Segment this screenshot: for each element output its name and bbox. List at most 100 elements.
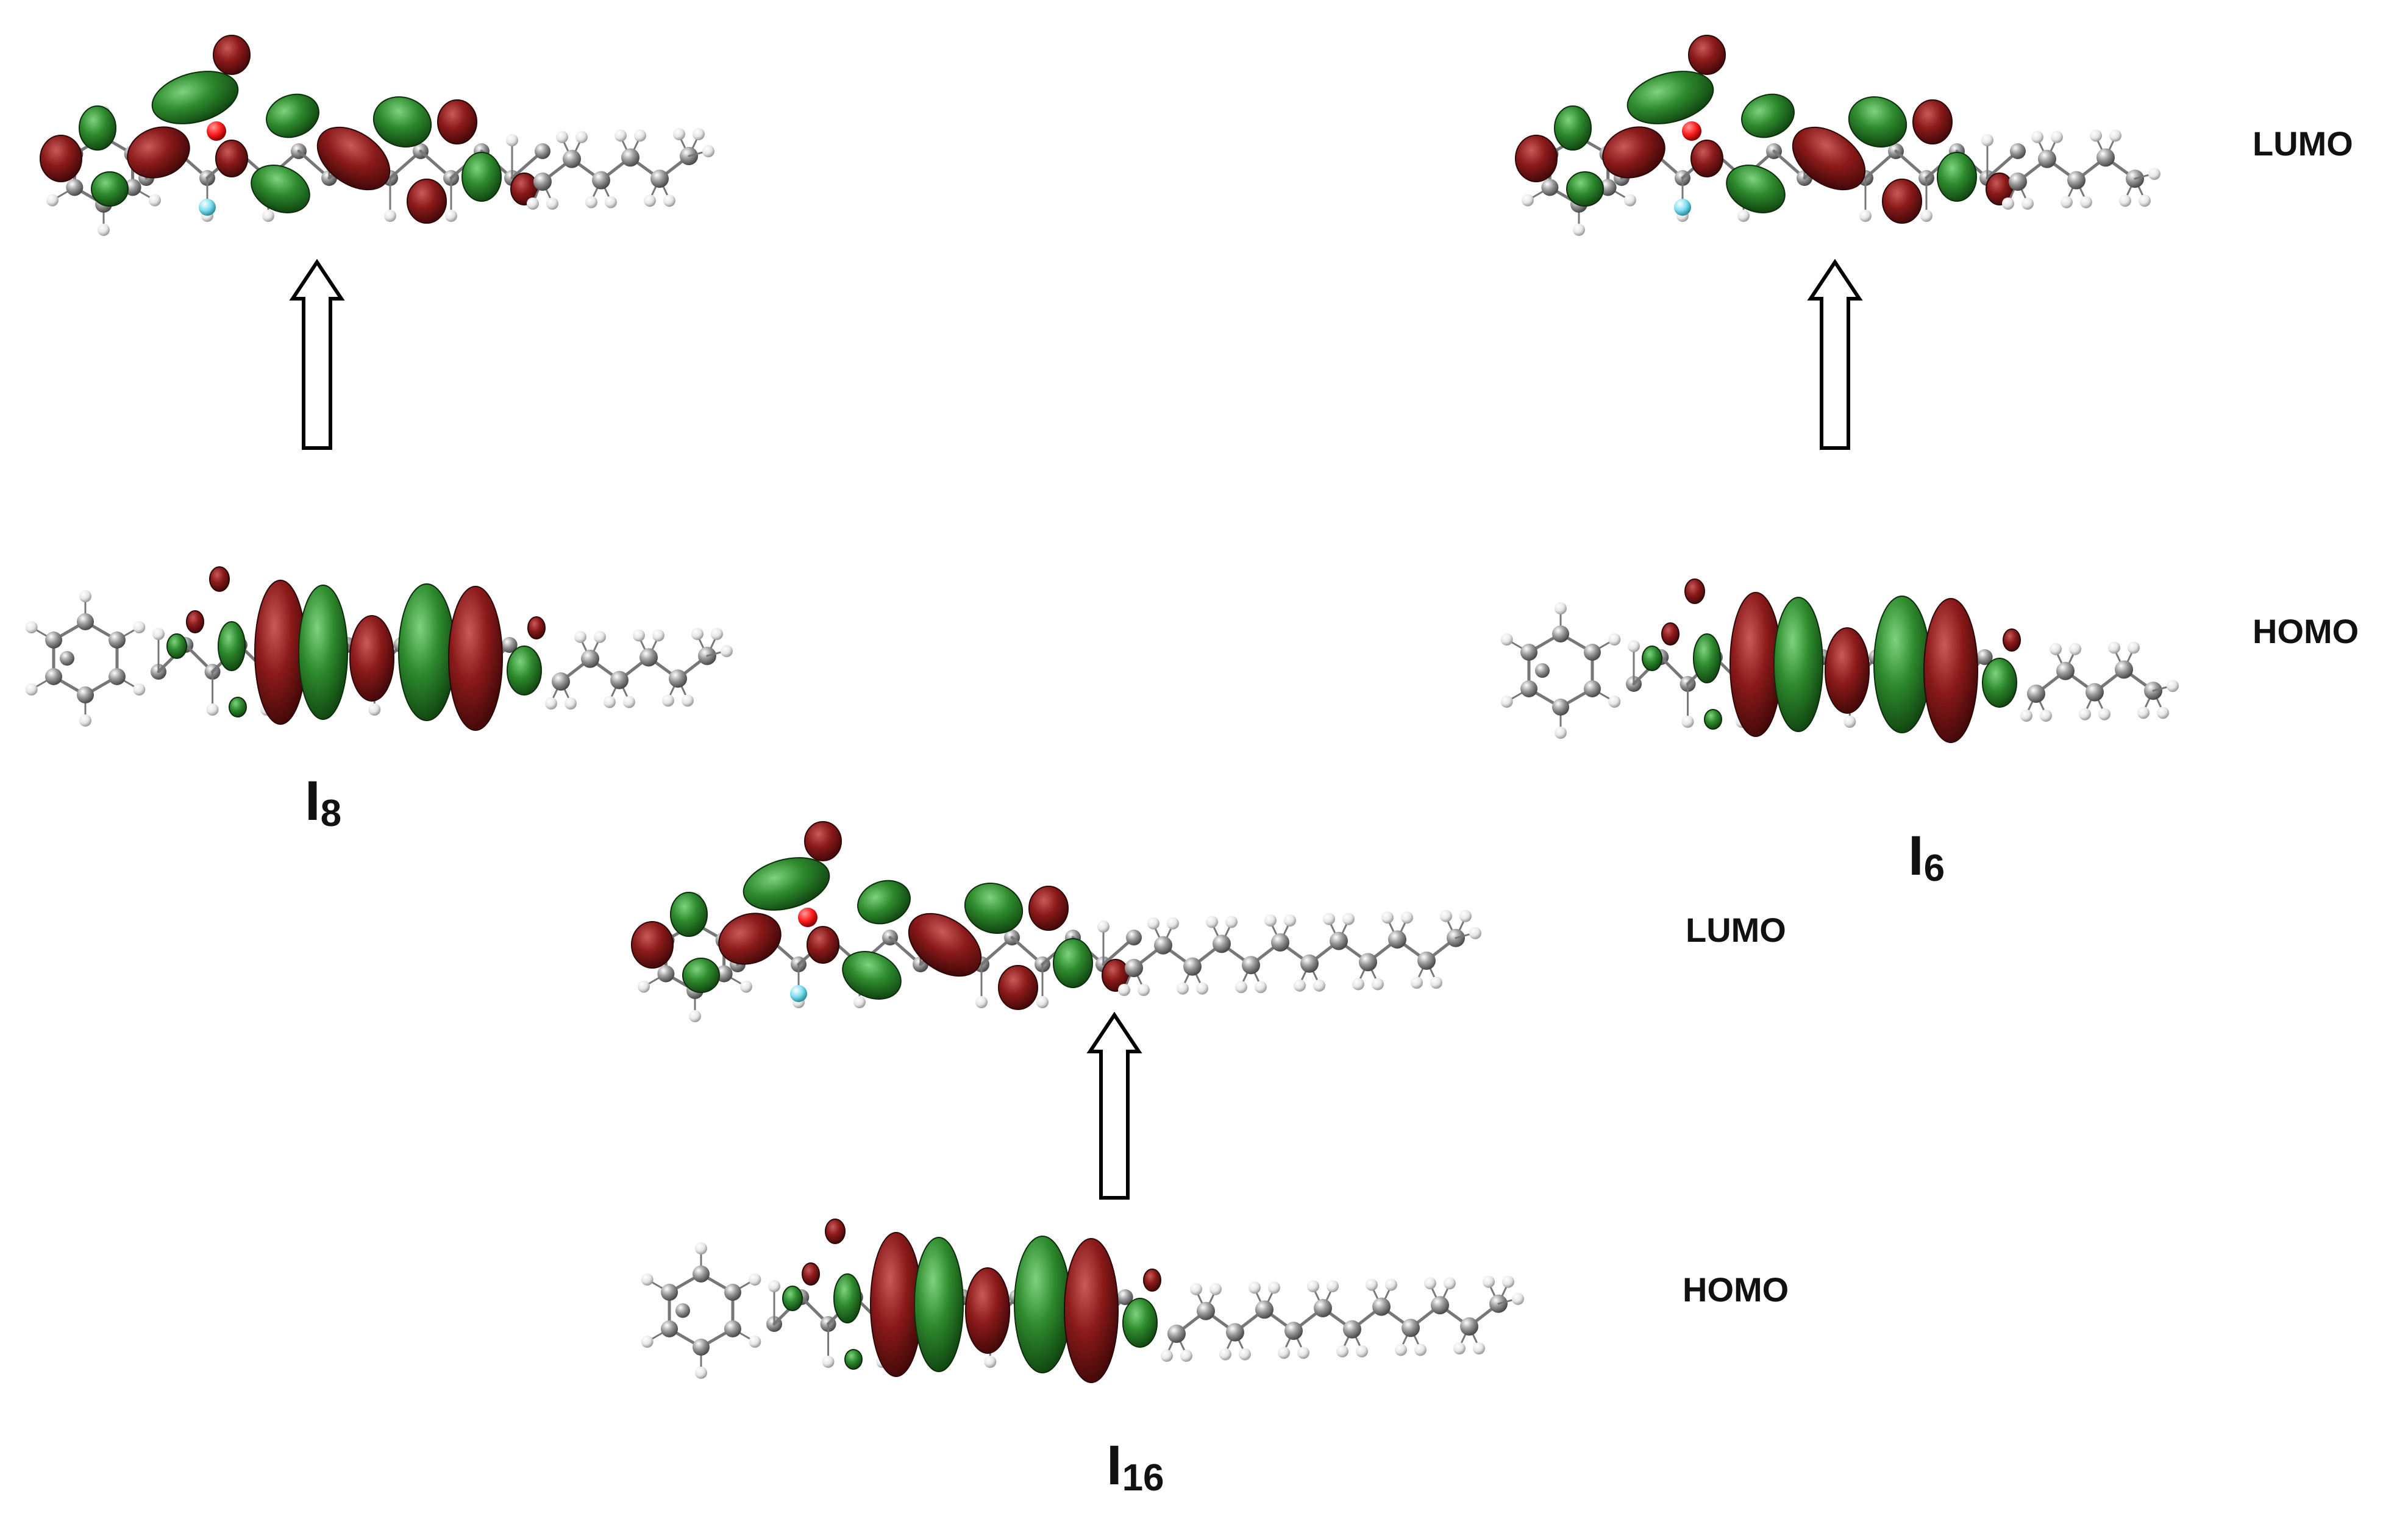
orbital-lobe-negative <box>1792 126 1866 191</box>
orbital-lobe-negative <box>1690 140 1723 177</box>
hydrogen-atom <box>1500 696 1513 708</box>
hydrogen-atom <box>585 196 597 208</box>
carbon-atom <box>2115 660 2133 679</box>
hydrogen-atom <box>2022 198 2034 210</box>
molecule-label-subscript: 6 <box>1924 847 1945 889</box>
hydrogen-atom <box>1225 916 1238 928</box>
hydrogen-atom <box>1459 909 1472 922</box>
hydrogen-atom <box>2050 642 2062 655</box>
hydrogen-atom <box>749 1336 761 1348</box>
orbital-lobe-negative <box>825 1219 846 1244</box>
carbon-atom <box>108 632 126 649</box>
hydrogen-atom <box>1327 1280 1339 1292</box>
orbital-lobe-negative <box>407 179 447 224</box>
hydrogen-atom <box>506 134 518 146</box>
hydrogen-atom <box>25 683 38 696</box>
orbital-lobe-positive <box>372 96 432 148</box>
orbital-lobe-negative <box>807 926 839 964</box>
orbital-lobe-negative <box>127 126 190 179</box>
hydrogen-atom <box>1313 979 1325 992</box>
hydrogen-atom <box>384 210 396 222</box>
carbon-atom <box>1300 954 1319 973</box>
hydrogen-atom <box>545 697 557 710</box>
carbon-atom <box>650 169 669 188</box>
carbon-atom <box>1226 1323 1244 1342</box>
hydrogen-atom <box>2098 708 2111 721</box>
carbon-atom <box>2056 661 2075 680</box>
carbon-atom <box>1154 936 1172 955</box>
orbital-lobe-positive <box>151 71 239 124</box>
panel-i16-homo <box>641 1219 1524 1383</box>
hydrogen-atom <box>1264 914 1277 927</box>
hydrogen-atom <box>768 1280 780 1292</box>
hydrogen-atom <box>1278 1347 1290 1359</box>
carbon-atom <box>563 149 581 168</box>
hydrogen-atom <box>98 224 110 236</box>
orbital-lobe-positive <box>1741 93 1795 138</box>
carbon-atom <box>1583 644 1601 661</box>
hydrogen-atom <box>1469 927 1481 939</box>
orbital-lobe-negative <box>1143 1269 1161 1292</box>
hydrogen-atom <box>1573 224 1585 236</box>
hydrogen-atom <box>1859 210 1872 222</box>
orbital-lobe-negative <box>209 566 230 592</box>
orbital-lobe-positive <box>682 958 720 993</box>
orbital-lobe-negative <box>40 135 82 182</box>
hydrogen-atom <box>1294 979 1306 992</box>
hydrogen-atom <box>1323 913 1335 925</box>
hydrogen-atom <box>1430 977 1442 989</box>
hydrogen-atom <box>1843 716 1856 728</box>
hydrogen-atom <box>2128 641 2140 654</box>
orbital-lobe-negative <box>1515 135 1558 182</box>
hydrogen-atom <box>2167 680 2179 692</box>
carbon-atom <box>1125 959 1143 977</box>
orbital-lobe-positive <box>461 152 502 202</box>
arrow-shape <box>1086 1011 1142 1200</box>
hydrogen-atom <box>740 980 753 993</box>
carbon-atom <box>2096 148 2115 167</box>
orbital-lobe-positive <box>914 1237 964 1372</box>
carbon-atom <box>1314 1299 1332 1317</box>
hydrogen-atom <box>1284 914 1296 927</box>
hydrogen-atom <box>46 194 59 207</box>
hydrogen-atom <box>1356 1345 1368 1358</box>
hydrogen-atom <box>594 630 606 643</box>
oxygen-atom <box>1682 121 1701 141</box>
panel-i8-homo <box>25 566 733 731</box>
hydrogen-atom <box>1424 1277 1436 1290</box>
orbital-lobe-positive <box>91 171 129 207</box>
carbon-atom <box>45 632 63 649</box>
carbon-atom <box>1976 649 1993 665</box>
hydrogen-atom <box>623 696 635 708</box>
orbital-lobe-negative <box>349 615 394 702</box>
hydrogen-atom <box>1608 696 1621 708</box>
hydrogen-atom <box>368 703 381 716</box>
hydrogen-atom <box>1920 210 1932 222</box>
hydrogen-atom <box>1118 984 1130 996</box>
orbital-lobe-negative <box>1028 886 1069 931</box>
carbon-atom <box>1117 1289 1133 1305</box>
carbon-atom <box>693 1339 710 1356</box>
hydrogen-atom <box>2157 706 2169 719</box>
orbital-lobe-positive <box>1014 1236 1071 1373</box>
hydrogen-atom <box>1161 1350 1173 1362</box>
orbital-lobe-negative <box>631 921 674 969</box>
carbon-atom <box>1541 179 1559 196</box>
hydrogen-atom <box>749 1273 761 1286</box>
hydrogen-atom <box>1453 1342 1466 1354</box>
orbital-lobe-positive <box>218 621 246 671</box>
carbon-atom <box>1167 1325 1186 1343</box>
hydrogen-atom <box>604 696 616 708</box>
carbon-atom <box>2027 685 2045 703</box>
hydrogen-atom <box>575 130 588 143</box>
hydrogen-atom <box>1138 984 1150 996</box>
hydrogen-atom <box>644 194 656 207</box>
hydrogen-atom <box>2137 706 2150 719</box>
hydrogen-atom <box>1239 1348 1251 1361</box>
carbon-atom <box>1520 644 1538 661</box>
hydrogen-atom <box>1440 909 1452 922</box>
oxygen-atom <box>798 908 818 927</box>
orbital-lobe-negative <box>1064 1238 1119 1383</box>
hydrogen-atom <box>1219 1348 1231 1361</box>
